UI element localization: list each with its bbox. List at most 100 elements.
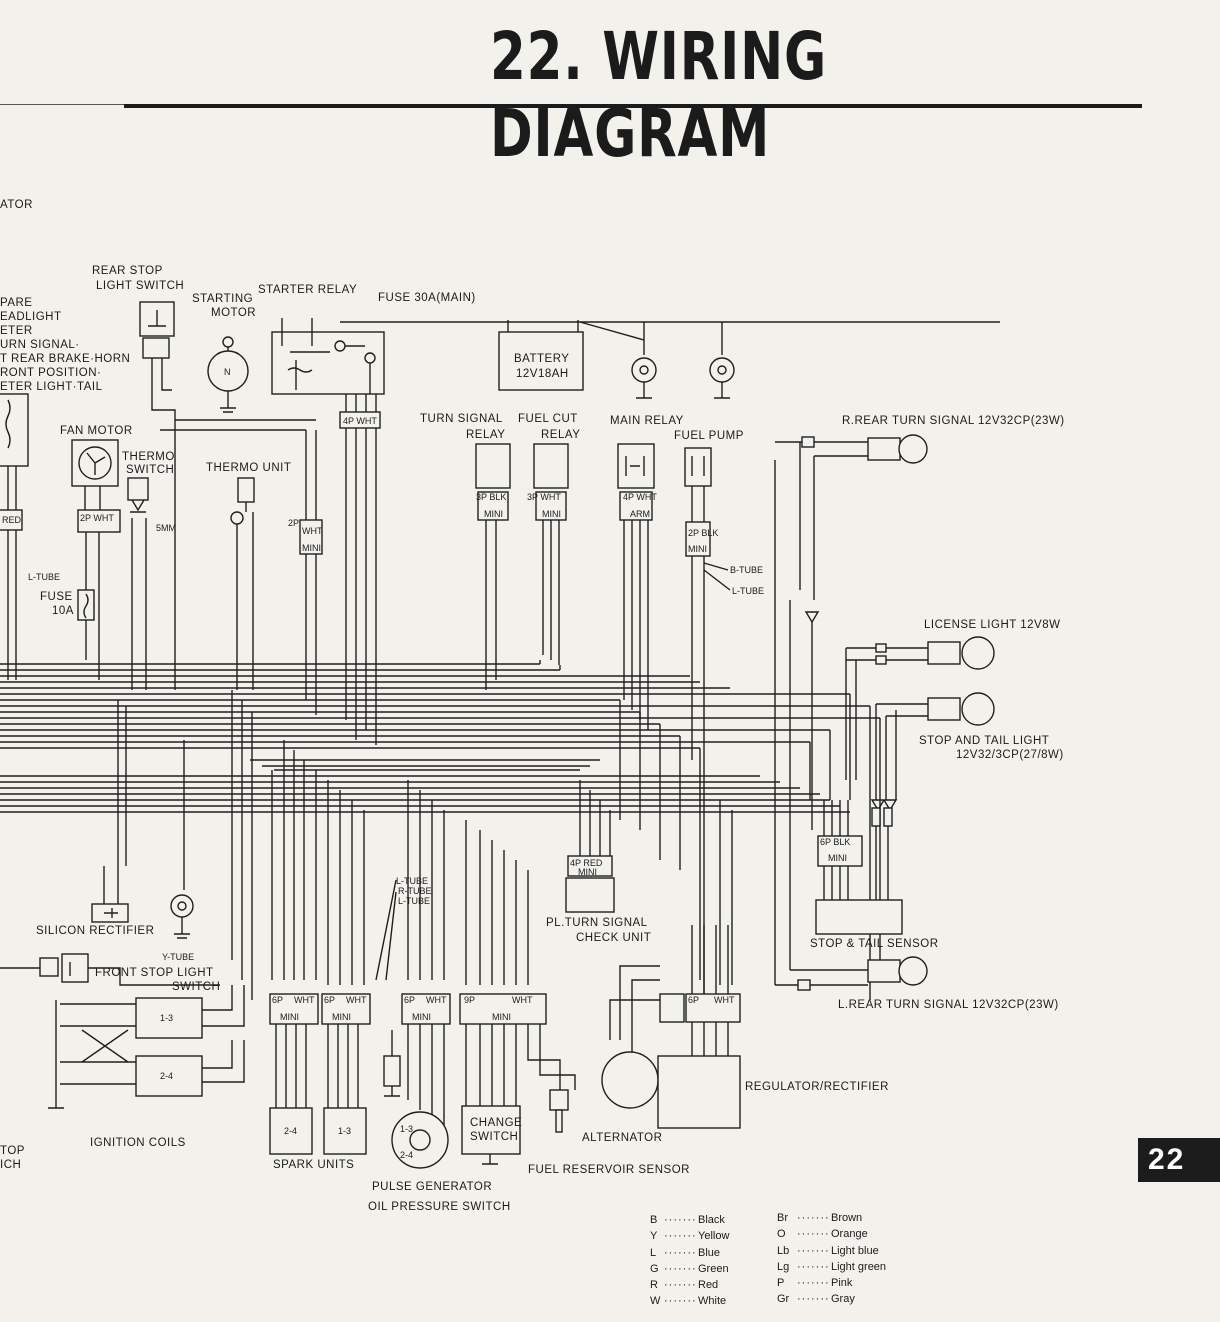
l-rear-turn-signal [774,460,928,991]
legend-color: Pink [831,1277,853,1290]
pl-turn-signal-check-unit: 4P RED MINI [565,855,615,913]
tube-leaders [375,879,397,981]
starter-relay-label: STARTER RELAY [258,284,357,296]
rear-stop-switch-label-1: REAR STOP [92,265,163,277]
connector-6p-pulse: 6P WHT MINI [401,993,451,1130]
starting-motor-label-1: STARTING [192,293,253,305]
turn-signal-relay-label-1: TURN SIGNAL [420,413,503,425]
license-light [845,636,995,780]
legend-row: B·······Black [650,1214,725,1226]
turn-signal-relay-label-2: RELAY [466,429,505,441]
fuse-10a-label-2: 10A [52,605,74,617]
fuel-reservoir-sensor-label: FUEL RESERVOIR SENSOR [528,1164,690,1176]
license-light-label: LICENSE LIGHT 12V8W [924,619,1060,631]
legend-code: Lg [777,1260,790,1273]
rear-stop-switch-label-2: LIGHT SWITCH [96,280,184,292]
r-rear-turn-label: R.REAR TURN SIGNAL 12V32CP(23W) [842,415,1065,427]
thermo-switch [127,477,149,690]
turn-relay-mini-label: MINI [484,509,503,519]
legend-code: L [650,1246,657,1259]
tube-label-1: L-TUBE [396,876,428,886]
conn9-mini-label: MINI [492,1012,511,1022]
cut-label-stop: TOP [0,1145,25,1157]
conn1-wht-label: WHT [294,995,315,1005]
fuel-pump-2p-label: 2P BLK [688,528,718,538]
spark-units-label: SPARK UNITS [273,1159,354,1171]
legend-code: Gr [777,1293,790,1306]
oil-pressure-switch [383,1030,401,1097]
tube-label-2: R-TUBE [398,886,432,896]
cut-label-meter-light-tail: ETER LIGHT·TAIL [0,381,103,393]
legend-code: O [777,1228,786,1241]
stop-tail-label-1: STOP AND TAIL LIGHT [919,735,1049,747]
cut-label-switch: ICH [0,1159,21,1171]
color-legend-left: B·······Black Y·······Yellow L·······Blu… [650,1214,729,1312]
legend-color: Orange [831,1228,868,1241]
harness-drops [117,690,733,1000]
legend-row: W·······White [650,1295,727,1308]
legend-code: G [650,1262,659,1275]
mid-2p-label: 2P [288,518,299,528]
mid-mini-label: MINI [302,543,321,553]
ignition-coils-label: IGNITION COILS [90,1137,186,1149]
fuel-l-tube-label: L-TUBE [732,586,764,596]
conn2-mini-label: MINI [332,1012,351,1022]
legend-color: Yellow [698,1230,730,1243]
legend-color: Light blue [831,1244,879,1257]
fuel-pump-label: FUEL PUMP [674,430,744,442]
cut-label-front-position: RONT POSITION· [0,367,101,379]
page-number-badge: 22 [1138,1138,1220,1182]
fuse-box-left: RED [0,393,29,680]
reg-wht-label: WHT [714,995,735,1005]
fuel-pump: 2P BLK MINI [684,447,718,1000]
alternator [601,965,660,1109]
stop-tail-light [875,692,995,800]
stop-tail-label-2: 12V32/3CP(27/8W) [956,749,1064,761]
regulator-rectifier: 6P WHT [657,925,741,1129]
y-tube-label: Y-TUBE [162,952,194,962]
thermo-switch-label-1: THERMO [122,451,175,463]
title-divider [124,104,1142,108]
fuel-cut-mini-label: MINI [542,509,561,519]
connector-4p-wht-relay: 4P WHT [339,394,381,745]
conn9-wht-label: WHT [512,995,533,1005]
change-switch-label-2: SWITCH [470,1131,518,1143]
fuse-10a [77,589,95,660]
legend-color: Gray [831,1293,855,1306]
color-legend-right: Br·······Brown O·······Orange Lb·······L… [777,1212,886,1310]
main-harness [0,660,881,1000]
conn3-6p-label: 6P [404,995,415,1005]
spark-24-label: 2-4 [284,1126,297,1136]
stop-tail-sensor-label: STOP & TAIL SENSOR [810,938,939,950]
fan-motor-label: FAN MOTOR [60,425,133,437]
legend-row: G·······Green [650,1262,729,1275]
right-6p-label: 6P BLK [820,837,850,847]
conn9-9p-label: 9P [464,995,475,1005]
conn1-mini-label: MINI [280,1012,299,1022]
legend-color: Red [698,1279,719,1292]
conn2-6p-label: 6P [324,995,335,1005]
silicon-rectifier [91,866,194,939]
main-relay-connector-label: 4P WHT [623,492,657,502]
conn3-mini-label: MINI [412,1012,431,1022]
check-mini-label: MINI [578,867,597,877]
battery-label-2: 12V18AH [516,368,569,380]
check-unit-label-1: PL.TURN SIGNAL [546,917,648,929]
thermo-switch-label-2: SWITCH [126,464,174,476]
legend-code: Lb [777,1244,790,1257]
fuel-tube-leaders [703,562,731,591]
oil-pressure-switch-label: OIL PRESSURE SWITCH [368,1201,511,1213]
starting-motor: N [207,336,249,413]
tube-label-3: L-TUBE [398,896,430,906]
coil-13-label: 1-3 [160,1013,173,1023]
legend-row: Br·······Brown [777,1212,863,1224]
connector-2p-fan: 2P WHT [77,509,121,680]
front-stop-switch-label-1: FRONT STOP LIGHT [95,967,214,979]
main-relay-arm-label: ARM [630,509,650,519]
legend-code: P [777,1277,785,1290]
connector-6p-blk: 6P BLK MINI [817,800,863,900]
regulator-rectifier-label: REGULATOR/RECTIFIER [745,1081,889,1093]
legend-color: Green [698,1262,729,1275]
fan-connector-label: 2P WHT [80,513,114,523]
